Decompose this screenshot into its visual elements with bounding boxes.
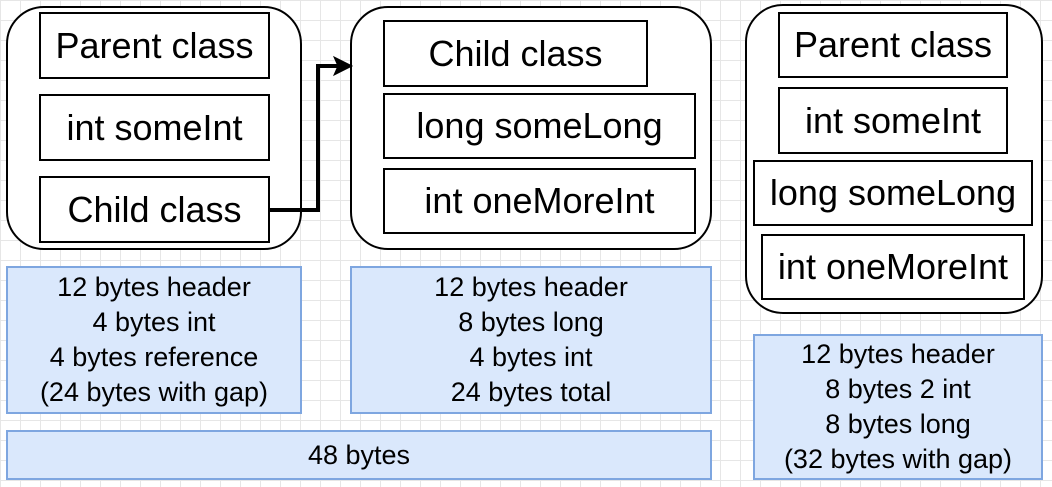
child-size-note: 12 bytes header 8 bytes long 4 bytes int… (350, 266, 712, 414)
total-size-label: 48 bytes (307, 439, 411, 470)
merged-size-note: 12 bytes header 8 bytes 2 int 8 bytes lo… (753, 334, 1043, 480)
int-some-int-field: int someInt (39, 94, 270, 161)
note-line: (32 bytes with gap) (783, 444, 1013, 474)
parent-size-note: 12 bytes header 4 bytes int 4 bytes refe… (6, 266, 302, 414)
long-some-long-field: long someLong (383, 93, 696, 159)
child-class-field: Child class (383, 20, 648, 87)
note-line: 4 bytes int (92, 307, 216, 337)
total-size-note: 48 bytes (6, 430, 712, 480)
int-one-more-int-field: int oneMoreInt (383, 168, 696, 234)
note-line: 8 bytes 2 int (825, 374, 971, 404)
parent-class-field: Parent class (39, 12, 270, 79)
note-line: 8 bytes long (458, 307, 604, 337)
merged-parent-class-field: Parent class (778, 12, 1008, 78)
note-line: (24 bytes with gap) (39, 377, 269, 407)
note-line: 4 bytes int (469, 342, 593, 372)
merged-long-some-long-field: long someLong (753, 160, 1033, 226)
note-line: 12 bytes header (434, 272, 628, 302)
note-line: 8 bytes long (825, 409, 971, 439)
note-line: 4 bytes reference (49, 342, 259, 372)
merged-int-some-int-field: int someInt (778, 87, 1008, 154)
note-line: 12 bytes header (57, 272, 251, 302)
merged-int-one-more-int-field: int oneMoreInt (761, 234, 1025, 300)
child-class-reference-field: Child class (39, 176, 270, 243)
note-line: 12 bytes header (801, 339, 995, 369)
note-line: 24 bytes total (450, 377, 612, 407)
